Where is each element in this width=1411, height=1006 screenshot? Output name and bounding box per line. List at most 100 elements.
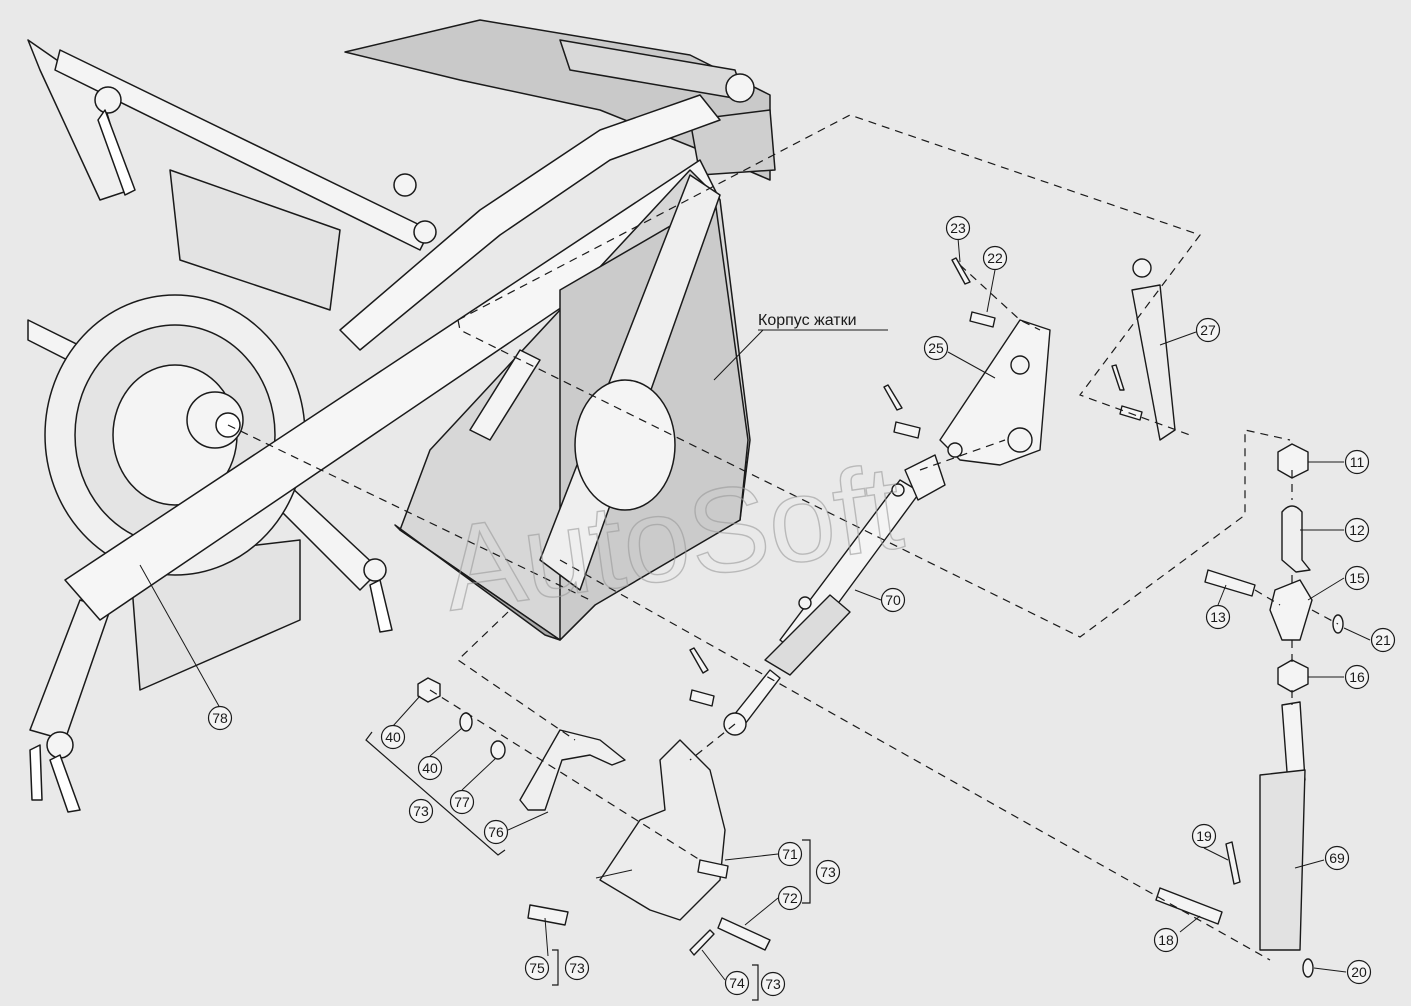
bracket-73-mid — [802, 839, 811, 904]
callout-number: 21 — [1375, 632, 1391, 648]
dashed-hub-to-arm — [227, 424, 591, 601]
callout-circle — [760, 971, 786, 997]
callout-number: 16 — [1349, 669, 1365, 685]
header-slot — [469, 349, 541, 441]
tube-end — [725, 73, 755, 103]
pin-upper-small — [893, 421, 921, 439]
tine-c — [49, 754, 81, 813]
tine-d — [29, 744, 43, 801]
clamp-76 — [519, 729, 626, 811]
bracket-73-left — [365, 731, 506, 856]
callout-circle — [1344, 517, 1370, 543]
callout-c18: 18 — [1153, 927, 1179, 953]
reel-spider-upper — [169, 169, 341, 311]
bushing-75 — [527, 904, 569, 926]
pin-72 — [717, 917, 771, 951]
callout-c21: 21 — [1370, 627, 1396, 653]
reel-arm-bottom — [29, 599, 111, 741]
callout-c19: 19 — [1191, 823, 1217, 849]
pivot-joint-d — [363, 558, 387, 582]
callout-number: 20 — [1351, 964, 1367, 980]
pivot-joint-e — [46, 731, 74, 759]
callout-c69: 69 — [1324, 845, 1350, 871]
callout-c23: 23 — [945, 215, 971, 241]
pin-18 — [1155, 887, 1223, 925]
callout-circle — [815, 859, 841, 885]
callout-number: 73 — [820, 864, 836, 880]
square-beam — [689, 109, 776, 176]
callouts: 2322252711121513211670784040777376717372… — [207, 215, 1396, 997]
callout-c73b: 73 — [815, 859, 841, 885]
callout-number: 73 — [765, 976, 781, 992]
callout-c71: 71 — [777, 841, 803, 867]
callout-circle — [1370, 627, 1396, 653]
cotter-19 — [1225, 841, 1241, 885]
cylinder-27-eye — [1132, 258, 1152, 278]
callout-c27: 27 — [1195, 317, 1221, 343]
callout-number: 72 — [782, 890, 798, 906]
body-label-group: Корпус жатки — [758, 312, 888, 331]
callout-c73d: 73 — [760, 971, 786, 997]
cotter-23 — [951, 257, 971, 285]
callout-circle — [1191, 823, 1217, 849]
callout-c75: 75 — [524, 955, 550, 981]
callout-circle — [1344, 565, 1370, 591]
callout-circle — [982, 245, 1008, 271]
callout-circle — [1205, 604, 1231, 630]
callout-c16: 16 — [1344, 664, 1370, 690]
pin-71 — [697, 859, 729, 879]
reel-arm-top — [54, 49, 431, 251]
callout-number: 76 — [488, 824, 504, 840]
bracket-73-bottom-b — [752, 964, 759, 1001]
callout-number: 78 — [212, 710, 228, 726]
callout-circle — [923, 335, 949, 361]
callout-c72: 72 — [777, 885, 803, 911]
cylinder-27-cotter — [1111, 364, 1125, 391]
reel-bent-tube — [339, 94, 721, 351]
group-brackets — [365, 731, 811, 1001]
callout-number: 18 — [1158, 932, 1174, 948]
callout-number: 27 — [1200, 322, 1216, 338]
pivot-joint-a — [94, 86, 122, 114]
pivot-joint-b — [393, 173, 417, 197]
pin-upper-left — [689, 689, 715, 707]
callout-number: 74 — [729, 975, 745, 991]
pin-22 — [969, 311, 996, 328]
callout-number: 22 — [987, 250, 1003, 266]
callout-circle — [777, 885, 803, 911]
callout-c40a: 40 — [380, 724, 406, 750]
callout-number: 23 — [950, 220, 966, 236]
callout-circle — [880, 587, 906, 613]
pin-13 — [1204, 569, 1256, 597]
reel-frame — [27, 19, 776, 813]
callout-c73c: 73 — [564, 955, 590, 981]
callout-c73a: 73 — [408, 798, 434, 824]
bracket-25-hole-a — [1010, 355, 1030, 375]
callout-c77: 77 — [449, 789, 475, 815]
callout-circle — [483, 819, 509, 845]
dashed-frame-upper — [457, 114, 1201, 436]
callout-number: 25 — [928, 340, 944, 356]
dashed-to-cylinder69 — [559, 559, 1271, 961]
callout-number: 15 — [1349, 570, 1365, 586]
callout-number: 40 — [385, 729, 401, 745]
callout-circle — [449, 789, 475, 815]
callout-circle — [945, 215, 971, 241]
callout-c76: 76 — [483, 819, 509, 845]
callout-number: 40 — [422, 760, 438, 776]
cylinder-70-top-fitting — [891, 483, 905, 497]
callout-circle — [207, 705, 233, 731]
callout-circle — [380, 724, 406, 750]
callout-circle — [1324, 845, 1350, 871]
header-body — [394, 169, 751, 641]
tine-b — [369, 579, 393, 633]
callout-number: 13 — [1210, 609, 1226, 625]
dashed-frame-lower — [457, 319, 1291, 638]
tine-a — [97, 109, 136, 196]
callout-c25: 25 — [923, 335, 949, 361]
nut-40 — [417, 677, 441, 703]
callout-c20: 20 — [1346, 959, 1372, 985]
washer-77 — [490, 740, 506, 760]
bracket-25-hole-b — [1007, 427, 1033, 453]
